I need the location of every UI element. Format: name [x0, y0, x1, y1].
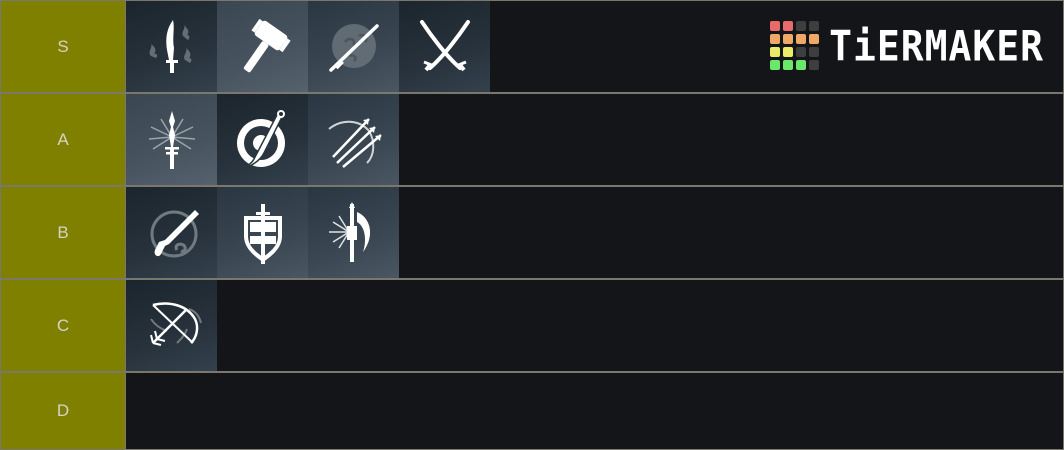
tier-item-crossed-swords[interactable] — [399, 1, 490, 92]
logo-grid-cell — [783, 21, 794, 31]
tier-label-b[interactable]: B — [1, 187, 125, 278]
katana-cloud-icon — [328, 23, 379, 72]
bow-crossed-arrow-icon — [149, 301, 202, 346]
tier-item-sword-and-kite-shield[interactable] — [217, 187, 308, 278]
tier-item-radiant-dagger[interactable] — [126, 94, 217, 185]
logo-grid-icon — [770, 21, 820, 70]
tier-item-bow-crossed-arrow-feathers[interactable] — [126, 280, 217, 371]
logo-grid-cell — [783, 47, 794, 57]
sword-and-round-shield-icon — [236, 109, 285, 170]
tiermaker-logo: TiERMAKER — [770, 21, 1044, 70]
logo-grid-cell — [770, 34, 781, 44]
tier-items-c[interactable] — [126, 280, 1063, 371]
logo-text: TiERMAKER — [829, 21, 1044, 70]
tier-label-d[interactable]: D — [1, 373, 125, 449]
tier-label-c[interactable]: C — [1, 280, 125, 371]
logo-grid-cell — [783, 60, 794, 70]
tier-items-a[interactable] — [126, 94, 1063, 185]
tier-item-battle-axe-radiant[interactable] — [308, 187, 399, 278]
logo-grid-cell — [809, 34, 820, 44]
radiant-battle-axe-icon — [328, 201, 370, 262]
bow-and-arrows-icon — [327, 117, 382, 168]
tier-item-flaming-blade[interactable] — [126, 1, 217, 92]
logo-grid-cell — [796, 47, 807, 57]
tier-row-d: D — [0, 373, 1064, 449]
logo-grid-cell — [809, 47, 820, 57]
logo-grid-cell — [770, 47, 781, 57]
radiant-dagger-icon — [148, 110, 195, 169]
crossed-swords-icon — [419, 19, 470, 71]
tier-row-c: C — [0, 280, 1064, 371]
tier-label-s[interactable]: S — [1, 1, 125, 92]
tier-item-sword-and-shield-round[interactable] — [217, 94, 308, 185]
logo-grid-cell — [809, 21, 820, 31]
logo-grid-cell — [796, 34, 807, 44]
tier-item-war-hammer[interactable] — [217, 1, 308, 92]
tier-item-katana-cloud[interactable] — [308, 1, 399, 92]
flaming-blade-icon — [149, 19, 191, 73]
tier-items-d[interactable] — [126, 373, 1063, 449]
tier-label-a[interactable]: A — [1, 94, 125, 185]
tier-item-flintlock-pistol[interactable] — [126, 187, 217, 278]
sword-and-kite-shield-icon — [243, 203, 282, 264]
tier-row-a: A — [0, 94, 1064, 185]
logo-grid-cell — [770, 60, 781, 70]
war-hammer-icon — [243, 18, 291, 72]
flintlock-pistol-icon — [150, 209, 199, 257]
logo-grid-cell — [796, 21, 807, 31]
tier-items-b[interactable] — [126, 187, 1063, 278]
logo-grid-cell — [783, 34, 794, 44]
tier-item-bow-and-arrows[interactable] — [308, 94, 399, 185]
logo-grid-cell — [809, 60, 820, 70]
logo-grid-cell — [770, 21, 781, 31]
tier-items-s[interactable] — [126, 1, 1063, 92]
logo-grid-cell — [796, 60, 807, 70]
tier-row-b: B — [0, 187, 1064, 278]
tier-row-s: S — [0, 1, 1064, 92]
